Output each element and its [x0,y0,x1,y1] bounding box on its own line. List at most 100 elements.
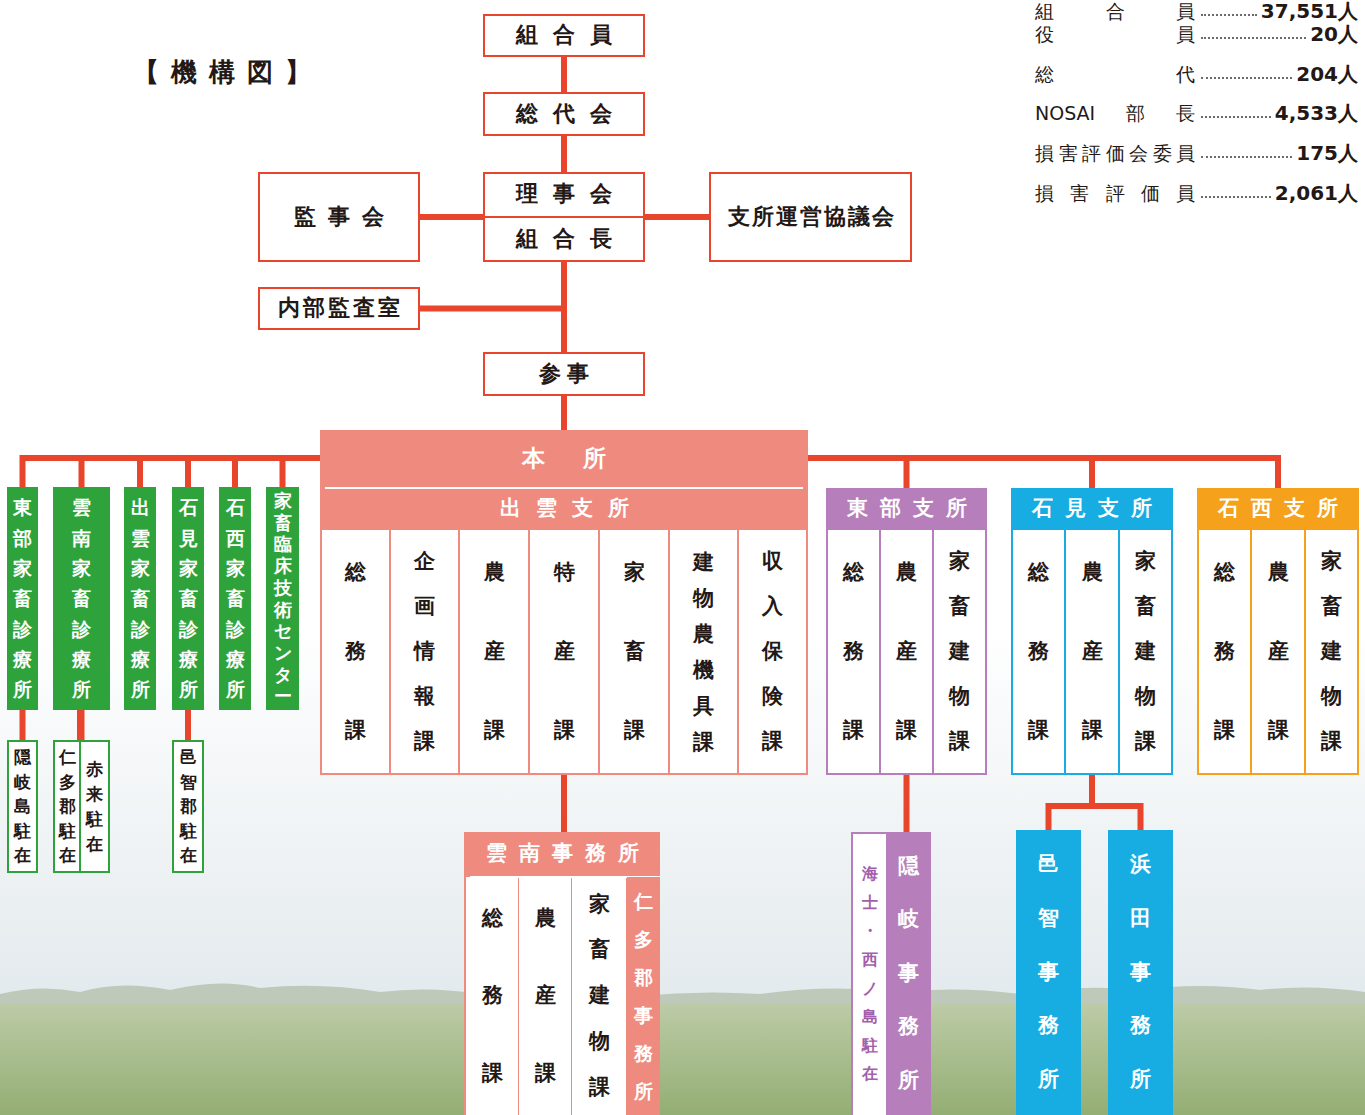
box-label: 支所運営協議会 [726,204,896,230]
connector-line [1092,775,1141,830]
box-label: 本所 [484,445,644,473]
org-box: 総代会 [483,92,645,136]
org-box: 支所運営協議会 [709,172,912,262]
org-box: 監事会 [258,172,420,262]
box-label: 石見支所 [1020,496,1164,521]
section-column: 農産課 [1252,530,1304,773]
connector-line [561,775,567,832]
section-column: 家畜建物課 [572,877,626,1115]
office-box: 東部支所総務課 農産課 家畜建物課 [826,488,987,775]
vertical-label: 家畜建物課 [589,882,610,1111]
office-box: 石西支所総務課農産課 家畜建物課 [1197,488,1359,775]
section-column: 企画情報課 [391,530,458,773]
section-column: 総務課 [1199,530,1250,773]
vertical-label: 総務課 [1028,533,1049,770]
section-column: 家畜課 [600,530,668,773]
connector-line [420,262,564,309]
chart-title: 【機構図】 [133,55,323,90]
section-column: 海士・西ノ島駐在 [853,834,886,1115]
divider-line [483,216,645,218]
vertical-label: 邑智郡駐在 [180,745,197,868]
stat-name: 役員 [1035,23,1195,45]
connector-line [79,710,85,740]
stat-name: 損害評価員 [1035,182,1195,204]
office-box: 石見支所総務課 農産課 家畜建物課 [1011,488,1173,775]
vertical-label: 邑智事務所 [1038,838,1059,1107]
box-label: 石西支所 [1206,496,1350,521]
station-box: 赤来駐在 [79,740,110,873]
box-label: 総代会 [501,101,627,127]
section-column: 特産課 [530,530,598,773]
stat-row: 損害評価員2,061人 [1035,182,1358,204]
vertical-label: 農産課 [1082,533,1103,770]
vertical-label: 石見家畜診療所 [179,492,198,704]
vertical-label: 企画情報課 [414,539,435,764]
box-label: 監事会 [282,204,396,230]
vertical-label: 農産課 [896,533,917,770]
box-label: 出雲支所 [485,496,644,521]
dotted-leader [1201,37,1306,39]
box-label: 組合員 [501,22,627,48]
vertical-label: 赤来駐在 [86,757,103,857]
stat-name: 損害評価会委員 [1035,142,1195,164]
stat-name: 総代 [1035,63,1195,85]
vertical-label: 出雲家畜診療所 [131,492,150,704]
station-box: 邑智郡駐在 [172,740,204,873]
stat-value: 4,533人 [1275,102,1358,124]
vertical-label: 浜田事務所 [1130,838,1151,1107]
station-box: 隠岐島駐在 [7,740,38,873]
vertical-label: 仁多郡駐在 [59,745,76,868]
vertical-label: 総務課 [345,533,366,770]
connector-line [420,214,483,220]
divider-line [325,487,803,489]
vertical-label: 石西家畜診療所 [226,492,245,704]
connector-line [561,136,567,172]
section-column: 収入保険課 [739,530,806,773]
section-column: 総務課 [466,877,518,1115]
vertical-label: 総務課 [482,880,503,1112]
box-label: 内部監査室 [275,295,403,321]
vertical-label: 家畜課 [624,533,645,770]
stat-row: 役員 20人 [1035,23,1358,45]
stat-name: 組合員 [1035,0,1195,22]
dotted-leader [1201,196,1271,198]
clinic-box: 石西家畜診療所 [219,487,251,710]
section-column: 農産課 [1066,530,1118,773]
vertical-label: 建物農機具課 [693,544,714,760]
vertical-label: 農産課 [1268,533,1289,770]
office-box: 仁多郡事務所 [627,877,660,1115]
stat-value: 175人 [1296,142,1358,164]
station-box: 仁多郡駐在 [53,740,81,873]
section-column: 家畜建物課 [934,530,985,773]
box-label: 参事 [533,361,595,387]
box-label: 組合長 [501,226,627,252]
dotted-leader [1201,77,1292,79]
connector-line [77,710,83,740]
vertical-label: 家畜建物課 [1321,539,1342,764]
office-box: 隠岐事務所海士・西ノ島駐在 [851,832,931,1115]
stat-value: 20人 [1310,23,1358,45]
office-box: 邑智事務所 [1016,830,1081,1115]
stat-row: 組合員37,551人 [1035,0,1358,22]
vertical-label: 家畜建物課 [949,539,970,764]
vertical-label: 仁多郡事務所 [634,882,653,1110]
section-column: 総務課 [1013,530,1064,773]
vertical-label: 総務課 [843,533,864,770]
vertical-label: 隠岐事務所 [898,840,919,1108]
connector-line [185,710,191,740]
box-label: 理事会 [501,181,627,207]
connector-line [645,214,709,220]
section-column: 農産課 [881,530,932,773]
section-column: 農産課 [460,530,528,773]
connector-line [1049,775,1093,830]
org-box: 参事 [483,352,645,396]
vertical-label: 家畜建物課 [1135,539,1156,764]
section-column: 建物農機具課 [670,530,737,773]
section-column: 総務課 [322,530,389,773]
stat-row: 損害評価会委員 175人 [1035,142,1358,164]
connector-line [904,775,910,832]
box-label: 東部支所 [835,496,979,521]
office-box: 本所出雲支所総務課 企画情報課 農産課 特産課 家畜課 建物農機具課 収入保険課 [320,430,808,775]
vertical-label: 特産課 [554,533,575,770]
